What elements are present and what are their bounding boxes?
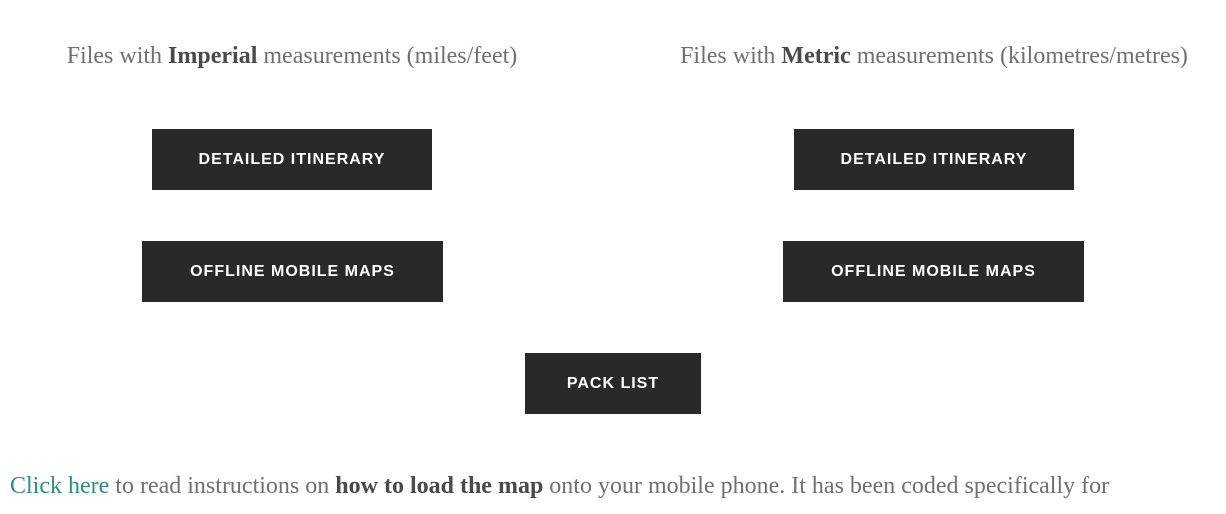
instructions-text-2: onto your mobile phone. It has been code… (543, 473, 1110, 499)
imperial-heading: Files with Imperial measurements (miles/… (0, 40, 584, 72)
imperial-heading-bold: Imperial (168, 43, 258, 69)
instructions-text-1: to read instructions on (109, 473, 336, 499)
metric-heading-bold: Metric (781, 43, 851, 69)
imperial-heading-prefix: Files with (66, 43, 169, 69)
pack-list-button[interactable]: PACK LIST (525, 353, 701, 414)
instructions-paragraph: Click here to read instructions on how t… (10, 469, 1109, 503)
metric-heading-suffix: measurements (kilometres/metres) (850, 43, 1188, 69)
imperial-heading-suffix: measurements (miles/feet) (257, 43, 518, 69)
metric-offline-maps-button[interactable]: OFFLINE MOBILE MAPS (783, 241, 1084, 302)
imperial-offline-maps-button[interactable]: OFFLINE MOBILE MAPS (142, 241, 443, 302)
metric-detailed-itinerary-button[interactable]: DETAILED ITINERARY (794, 129, 1074, 190)
metric-heading-prefix: Files with (680, 43, 782, 69)
instructions-bold: how to load the map (335, 473, 544, 499)
imperial-detailed-itinerary-button[interactable]: DETAILED ITINERARY (152, 129, 432, 190)
metric-heading: Files with Metric measurements (kilometr… (642, 40, 1226, 72)
click-here-link[interactable]: Click here (10, 473, 110, 499)
